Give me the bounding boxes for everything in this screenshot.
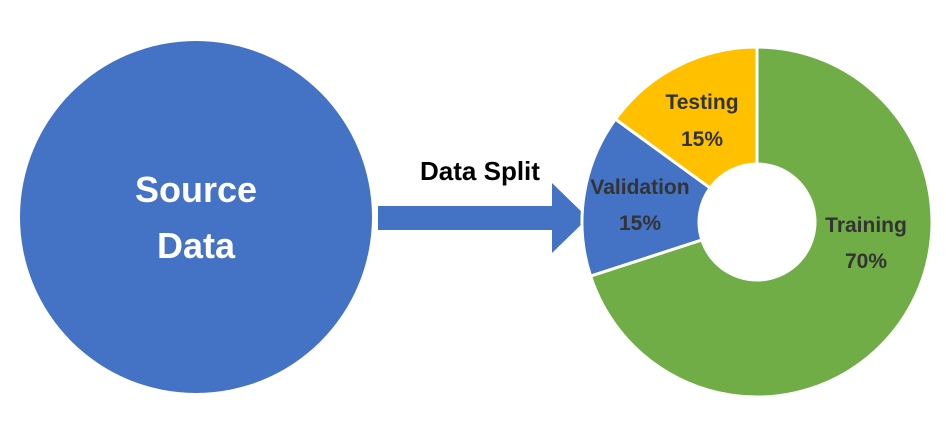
source-label-line2: Data <box>157 225 236 266</box>
donut-slice-training <box>588 45 934 399</box>
split-donut-chart <box>580 45 934 399</box>
training-percent: 70% <box>845 250 887 273</box>
training-label: Training <box>825 214 907 237</box>
testing-percent: 15% <box>681 128 723 151</box>
data-split-label: Data Split <box>420 156 540 186</box>
source-label-line1: Source <box>135 169 257 210</box>
validation-percent: 15% <box>619 212 661 235</box>
testing-label: Testing <box>665 91 738 114</box>
donut-slice-testing <box>613 45 759 191</box>
validation-label: Validation <box>590 176 689 199</box>
donut-slice-validation <box>580 117 713 278</box>
data-split-arrow <box>378 183 588 253</box>
source-data-circle <box>20 41 372 393</box>
